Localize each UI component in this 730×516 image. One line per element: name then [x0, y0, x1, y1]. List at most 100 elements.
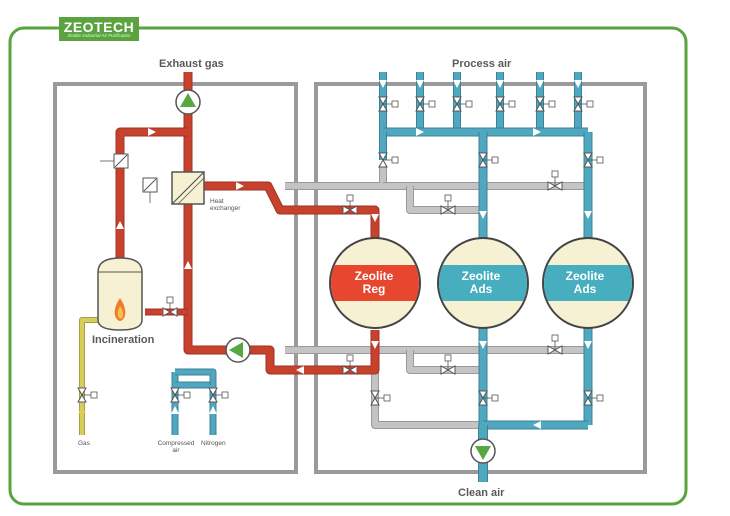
nitrogen-pipe-outline	[175, 381, 217, 435]
valve-left-triangle	[547, 181, 557, 191]
incineration-label: Incineration	[92, 334, 155, 346]
valve-right-triangle	[348, 365, 358, 375]
valve-bottom-triangle	[208, 393, 218, 403]
damper-blade	[143, 178, 157, 192]
heat-exchanger-diagonal	[171, 171, 205, 205]
valve-right-triangle	[553, 345, 563, 355]
valve-top-triangle	[77, 387, 87, 397]
tank-band	[544, 265, 632, 301]
valve-right-triangle	[446, 205, 456, 215]
logo-tagline: Zeolite Industrial Air Purification	[67, 33, 131, 38]
valve-actuator	[465, 100, 473, 108]
valve-bottom-triangle	[378, 158, 388, 168]
process-inlet-arrow	[453, 80, 461, 88]
valve-bottom-triangle	[452, 102, 462, 112]
components	[77, 89, 634, 464]
valve-left-triangle	[342, 365, 352, 375]
valve-bottom-triangle	[378, 102, 388, 112]
tank-1-label: Zeolite Reg	[336, 270, 412, 296]
valve-actuator	[444, 354, 452, 362]
flame-inner	[117, 306, 124, 319]
valve-top-triangle	[170, 387, 180, 397]
gas-label: Gas	[78, 440, 90, 447]
valve-top-triangle	[452, 96, 462, 106]
valve-icon	[547, 334, 563, 355]
compressed-air-label: Compressed air	[157, 440, 195, 454]
tank-1-line1: Zeolite	[354, 269, 394, 283]
heat-exchanger-label: Heat exchanger	[210, 198, 241, 212]
tank-2-line1: Zeolite	[461, 269, 501, 283]
valve-icon	[77, 387, 98, 403]
valve-icon	[535, 96, 556, 112]
hot-return	[184, 200, 379, 374]
valve-right-triangle	[446, 365, 456, 375]
valve-actuator	[508, 100, 516, 108]
valve-right-triangle	[553, 181, 563, 191]
valve-bottom-triangle	[573, 102, 583, 112]
hot-arrow	[371, 214, 379, 222]
hot-arrow	[116, 221, 124, 229]
pump-triangle	[475, 446, 491, 460]
valve-icon	[495, 96, 516, 112]
pump-icon	[175, 89, 201, 115]
process-inlet-arrow	[536, 80, 544, 88]
tank-1-line2: Reg	[362, 282, 386, 296]
valve-actuator	[444, 194, 452, 202]
damper-icon	[100, 153, 129, 169]
incinerator	[97, 257, 143, 331]
hot-supply	[200, 182, 379, 240]
valve-icon	[547, 170, 563, 191]
valve-bottom-triangle	[583, 158, 593, 168]
process-arrow	[584, 341, 592, 349]
valve-icon	[342, 194, 358, 215]
process-arrow	[416, 128, 424, 136]
idle-pipe-down-left-outline	[371, 330, 483, 429]
valve-icon	[583, 152, 604, 168]
flame-icon	[114, 298, 126, 321]
tank-3-line1: Zeolite	[565, 269, 605, 283]
valve-actuator	[596, 394, 604, 402]
valve-bottom-triangle	[370, 396, 380, 406]
heat-exchanger-diagonal-2	[177, 177, 205, 205]
valve-left-triangle	[440, 205, 450, 215]
heat-exchanger-icon	[171, 171, 205, 205]
valve-bottom-triangle	[415, 102, 425, 112]
valve-top-triangle	[478, 390, 488, 400]
zeolite-tank-3	[542, 237, 634, 329]
nitrogen-label: Nitrogen	[201, 440, 226, 447]
valve-left-triangle	[162, 307, 172, 317]
valve-actuator	[428, 100, 436, 108]
tank-band	[331, 265, 419, 301]
process-air-label: Process air	[452, 58, 512, 70]
tank-2-label: Zeolite Ads	[443, 270, 519, 296]
tank-3-line2: Ads	[573, 282, 597, 296]
valve-actuator	[491, 156, 499, 164]
valve-top-triangle	[208, 387, 218, 397]
valve-bottom-triangle	[583, 396, 593, 406]
zeolite-tank-1	[329, 237, 421, 329]
process-inlet-arrow	[574, 80, 582, 88]
pipe-network	[78, 72, 593, 482]
damper-icon	[142, 177, 158, 203]
idle-pipe-down-left	[372, 330, 483, 428]
valve-actuator	[166, 296, 174, 304]
hot-arrow	[148, 128, 156, 136]
logo-name: ZEOTECH	[63, 19, 135, 35]
valve-icon	[478, 152, 499, 168]
pump-icon	[225, 337, 251, 363]
valve-icon	[573, 96, 594, 112]
valve-top-triangle	[478, 152, 488, 162]
valve-right-triangle	[348, 205, 358, 215]
valve-top-triangle	[583, 152, 593, 162]
valve-icon	[170, 387, 191, 403]
valve-icon	[378, 96, 399, 112]
valve-icon	[162, 296, 178, 317]
valve-actuator	[346, 354, 354, 362]
valve-top-triangle	[378, 152, 388, 162]
damper-blade	[114, 154, 128, 168]
valve-actuator	[391, 100, 399, 108]
process-arrow	[533, 128, 541, 136]
valve-top-triangle	[535, 96, 545, 106]
valve-actuator	[183, 391, 191, 399]
valve-left-triangle	[547, 345, 557, 355]
